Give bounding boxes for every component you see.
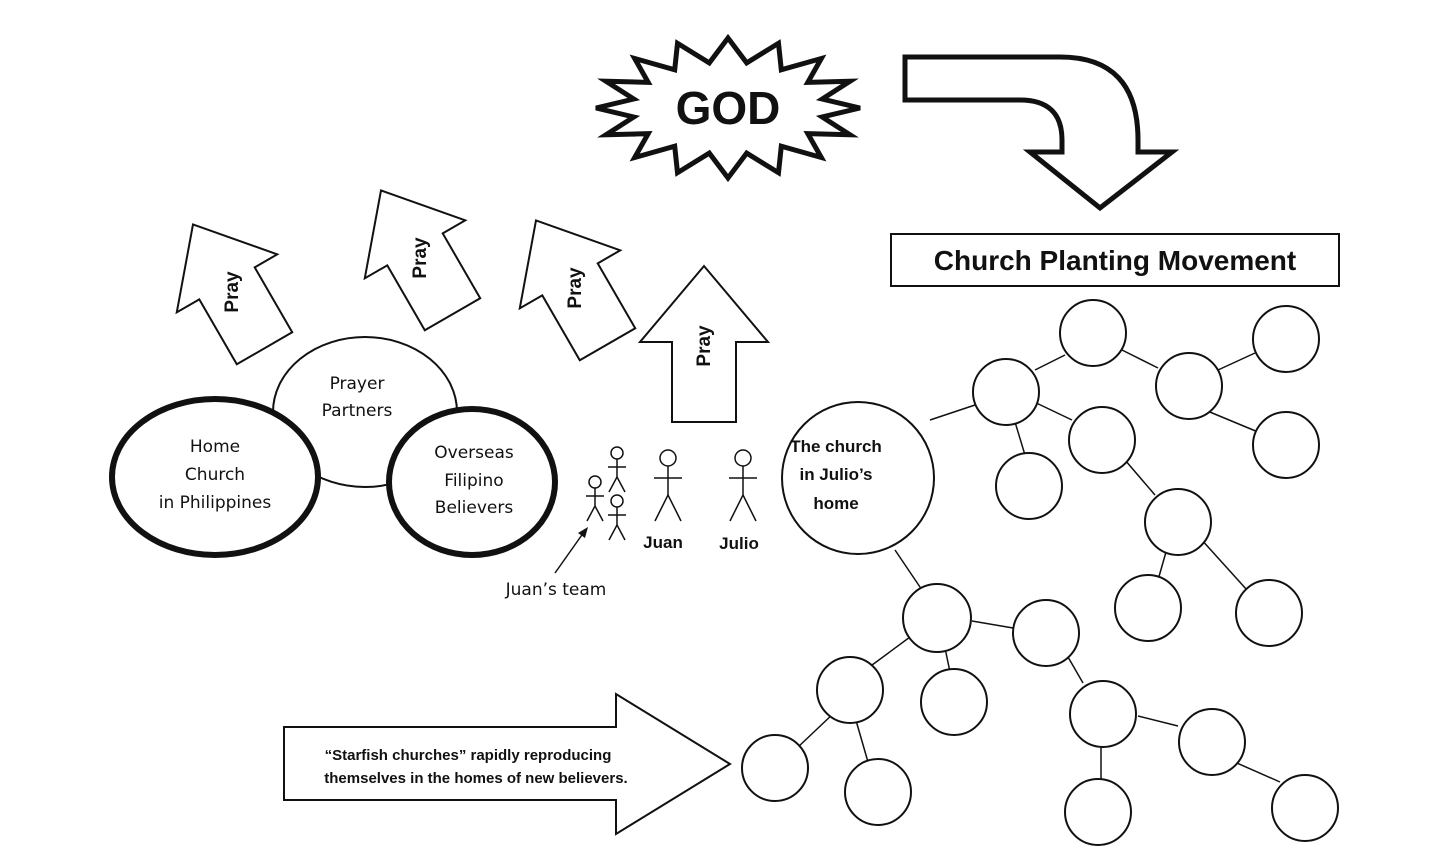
- home-church-line-2: Church: [185, 465, 245, 485]
- juan-figure: [654, 449, 682, 522]
- stick-figure: [608, 446, 626, 493]
- network-node: [1144, 488, 1212, 556]
- starfish-arrow: “Starfish churches” rapidly reproducing …: [283, 692, 732, 836]
- stick-figure: [608, 494, 626, 541]
- network-node: [972, 358, 1040, 426]
- network-links: [796, 349, 1281, 785]
- network-node: [1012, 599, 1080, 667]
- movement-title: Church Planting Movement: [934, 245, 1296, 276]
- julio-figure: [729, 449, 757, 522]
- god-to-movement-arrow: [902, 54, 1180, 212]
- pray-arrow-1: Pray: [175, 223, 294, 366]
- network-node: [1068, 406, 1136, 474]
- network-node: [995, 452, 1063, 520]
- god-label: GOD: [676, 82, 781, 134]
- juan-label: Juan: [643, 533, 683, 552]
- network-node: [1235, 579, 1303, 647]
- juans-team-figures: [586, 446, 626, 541]
- pray-arrow-2: Pray: [363, 189, 482, 332]
- network-nodes: [741, 299, 1339, 846]
- home-church-line-1: Home: [190, 437, 240, 457]
- julio-label: Julio: [719, 534, 759, 553]
- network-node: [1114, 574, 1182, 642]
- movement-title-box: Church Planting Movement: [890, 233, 1340, 287]
- network-node: [1059, 299, 1127, 367]
- pray-arrow-3: Pray: [518, 219, 637, 362]
- stick-figure: [586, 475, 604, 522]
- pray-label-1: Pray: [222, 271, 243, 313]
- starfish-line-1: “Starfish churches” rapidly reproducing: [325, 747, 612, 764]
- network-node: [741, 734, 809, 802]
- overseas-circle: Overseas Filipino Believers: [386, 406, 558, 558]
- juans-team-pointer: [554, 527, 588, 574]
- god-starburst: GOD: [595, 33, 861, 183]
- prayer-partners-line-2: Partners: [322, 401, 393, 421]
- juans-team-label: Juan’s team: [505, 580, 607, 600]
- overseas-line-2: Filipino: [444, 471, 503, 491]
- julio-church-line-3: home: [813, 494, 858, 513]
- pray-label-3: Pray: [565, 267, 586, 309]
- network-node: [1252, 411, 1320, 479]
- network-node: [844, 758, 912, 826]
- network-node: [1069, 680, 1137, 748]
- network-node: [816, 656, 884, 724]
- home-church-line-3: in Philippines: [159, 493, 272, 513]
- pray-label-2: Pray: [410, 237, 431, 279]
- prayer-partners-line-1: Prayer: [330, 374, 385, 394]
- overseas-line-3: Believers: [435, 498, 514, 518]
- pray-arrow-4: Pray: [637, 264, 771, 423]
- julio-church-circle: The church in Julio’s home: [781, 401, 935, 555]
- network-node: [902, 583, 972, 653]
- network-node: [920, 668, 988, 736]
- overseas-line-1: Overseas: [434, 443, 514, 463]
- home-church-circle: Home Church in Philippines: [109, 396, 321, 558]
- network-node: [1155, 352, 1223, 420]
- network-node: [1064, 778, 1132, 846]
- starfish-line-2: themselves in the homes of new believers…: [324, 770, 627, 787]
- network-node: [1178, 708, 1246, 776]
- julio-church-line-2: in Julio’s: [799, 465, 872, 484]
- network-node: [1252, 305, 1320, 373]
- julio-church-line-1: The church: [790, 437, 882, 456]
- network-node: [1271, 774, 1339, 842]
- pray-label-4: Pray: [694, 325, 715, 367]
